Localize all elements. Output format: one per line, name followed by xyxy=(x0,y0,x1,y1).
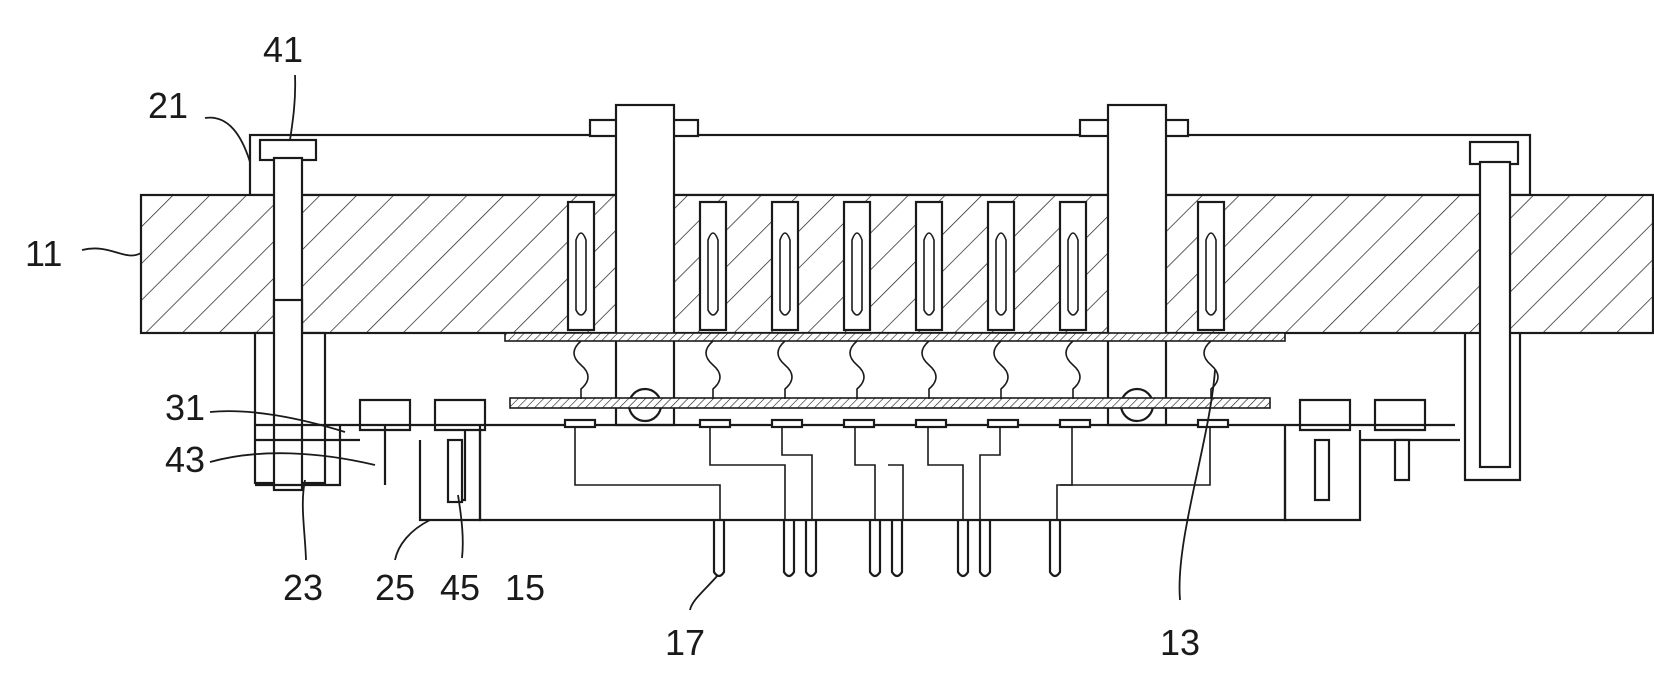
socket-body xyxy=(255,398,1460,522)
pads xyxy=(563,418,1230,429)
label-13: 13 xyxy=(1160,622,1200,663)
contact-strip xyxy=(504,332,1286,409)
label-21: 21 xyxy=(148,85,188,126)
left-guide-pin xyxy=(253,138,327,492)
label-23: 23 xyxy=(283,567,323,608)
label-45: 45 xyxy=(440,567,480,608)
label-15: 15 xyxy=(505,567,545,608)
s-springs xyxy=(573,340,1219,399)
right-guide-pin xyxy=(1463,140,1522,482)
vertical-posts xyxy=(614,103,1168,427)
label-43: 43 xyxy=(165,439,205,480)
pin-cavities xyxy=(566,200,1226,332)
label-41: 41 xyxy=(263,29,303,70)
label-11: 11 xyxy=(25,233,62,274)
top-plate xyxy=(248,118,1532,197)
label-25: 25 xyxy=(375,567,415,608)
reference-labels: 41 21 11 31 43 23 25 45 15 17 13 xyxy=(25,29,1200,663)
label-17: 17 xyxy=(665,622,705,663)
hatched-board xyxy=(139,193,1654,335)
leader-lines xyxy=(81,74,1216,611)
label-31: 31 xyxy=(165,387,205,428)
bottom-pins xyxy=(712,520,1062,578)
